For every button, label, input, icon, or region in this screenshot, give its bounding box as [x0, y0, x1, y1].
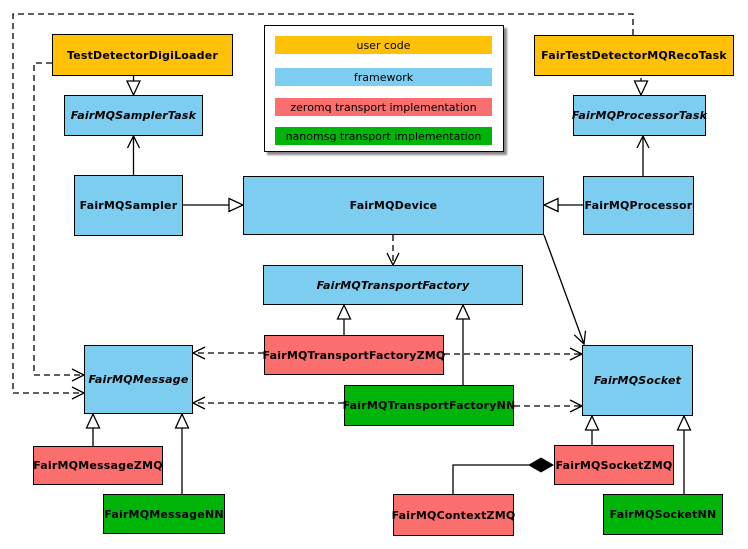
node-label: FairMQSocket — [593, 374, 682, 387]
node-label: FairMQDevice — [349, 199, 438, 212]
edge-device-to-socket — [543, 234, 587, 346]
node-label: TestDetectorDigiLoader — [66, 48, 219, 62]
node-fairmqtransportfactorynn: FairMQTransportFactoryNN — [342, 385, 516, 426]
node-fairmqsocketnn: FairMQSocketNN — [603, 494, 723, 535]
legend-item-zeromq: zeromq transport implementation — [275, 98, 492, 116]
node-fairmqprocessor: FairMQProcessor — [583, 176, 694, 235]
node-label: FairMQSamplerTask — [70, 109, 197, 122]
legend-item-framework: framework — [275, 68, 492, 86]
node-fairmqsocket: FairMQSocket — [582, 345, 693, 416]
node-fairmqtransportfactory: FairMQTransportFactory — [263, 265, 523, 305]
node-label: FairMQTransportFactoryZMQ — [262, 348, 446, 362]
node-label: FairMQContextZMQ — [391, 508, 516, 522]
node-fairtestdetectormqrecotask: FairTestDetectorMQRecoTask — [534, 35, 734, 76]
node-fairmqsamplertask: FairMQSamplerTask — [64, 95, 203, 136]
node-label: FairMQMessageNN — [104, 507, 224, 521]
node-fairmqtransportfactoryzmq: FairMQTransportFactoryZMQ — [262, 335, 446, 375]
node-fairmqdevice: FairMQDevice — [243, 176, 544, 235]
legend-label: framework — [353, 70, 414, 84]
node-label: FairMQProcessor — [584, 199, 693, 212]
node-label: FairTestDetectorMQRecoTask — [541, 49, 727, 62]
node-fairmqmessagezmq: FairMQMessageZMQ — [33, 446, 163, 485]
node-fairmqmessage: FairMQMessage — [84, 345, 193, 414]
node-fairmqsocketzmq: FairMQSocketZMQ — [554, 445, 674, 485]
node-label: FairMQTransportFactory — [316, 278, 470, 292]
node-label: FairMQProcessorTask — [571, 109, 708, 122]
node-label: FairMQMessageZMQ — [33, 459, 163, 472]
node-label: FairMQSocketZMQ — [555, 458, 673, 472]
legend: user code framework zeromq transport imp… — [264, 25, 504, 152]
legend-label: zeromq transport implementation — [290, 100, 477, 114]
node-fairmqprocessortask: FairMQProcessorTask — [571, 95, 708, 136]
edge-contextzmq-to-socketzmq — [452, 464, 529, 494]
legend-item-user-code: user code — [275, 36, 492, 54]
node-fairmqcontextzmq: FairMQContextZMQ — [391, 494, 516, 536]
node-testdetectordigiloader: TestDetectorDigiLoader — [52, 34, 233, 76]
node-label: FairMQSocketNN — [609, 508, 717, 521]
legend-item-nanomsg: nanomsg transport implementation — [275, 127, 492, 145]
composition-diamond-icon — [528, 457, 554, 473]
node-label: FairMQTransportFactoryNN — [342, 399, 516, 412]
node-fairmqsampler: FairMQSampler — [74, 175, 183, 236]
legend-label: user code — [356, 38, 411, 52]
node-fairmqmessagenn: FairMQMessageNN — [103, 494, 225, 534]
node-label: FairMQSampler — [79, 199, 178, 212]
node-label: FairMQMessage — [88, 373, 189, 386]
legend-label: nanomsg transport implementation — [285, 129, 482, 143]
